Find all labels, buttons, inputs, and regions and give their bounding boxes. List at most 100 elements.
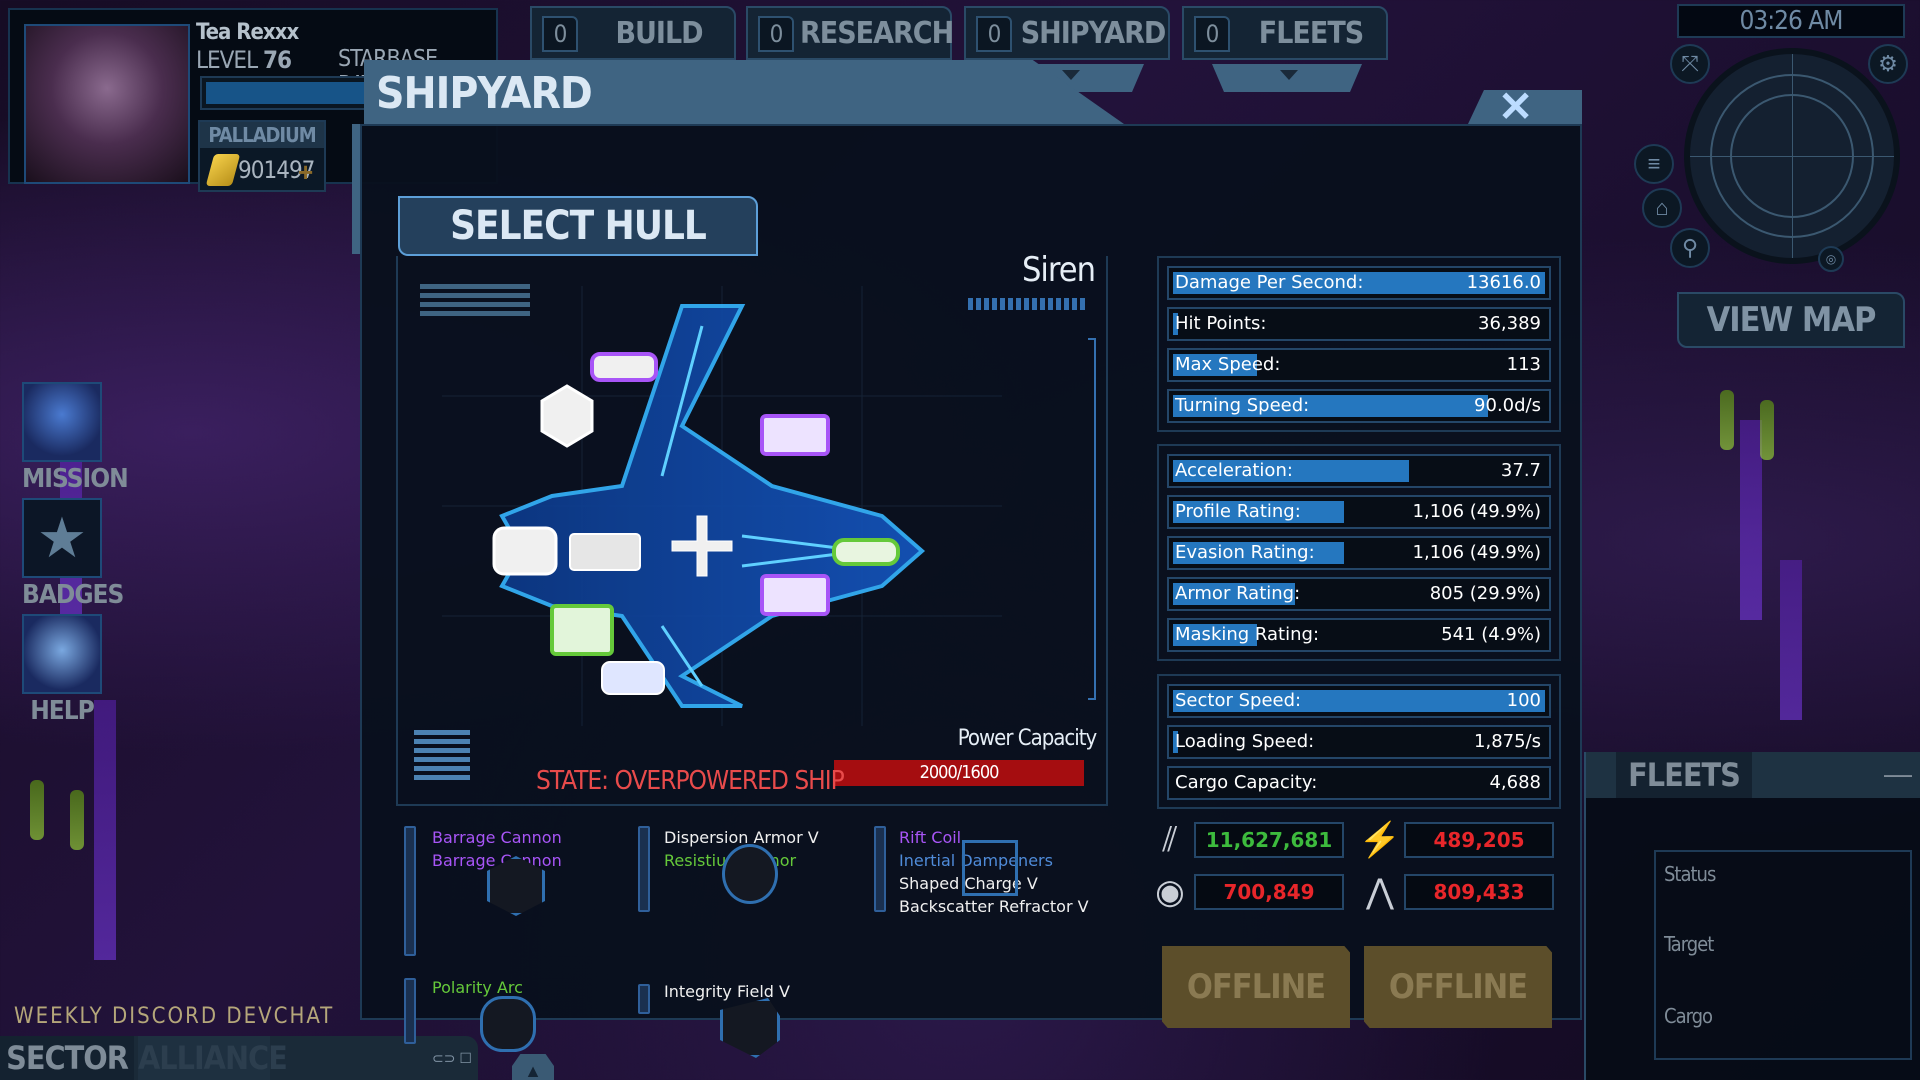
sidebar-item-help[interactable]: HELP <box>22 614 102 726</box>
chevron-up-icon[interactable]: ▲ <box>512 1054 554 1080</box>
weapon-slot-icon <box>760 574 830 616</box>
equip-item[interactable]: Dispersion Armor V <box>664 828 819 847</box>
tab-alliance[interactable]: ALLIANCE <box>138 1036 288 1080</box>
metal-icon: ⫽ <box>1162 821 1178 859</box>
list-icon[interactable]: ≡ <box>1634 144 1674 184</box>
nav-research[interactable]: 0 RESEARCH <box>746 6 954 92</box>
ship-blueprint <box>442 286 1002 726</box>
build-count: 0 <box>542 16 578 52</box>
stat-evasion-rating: Evasion Rating:1,106 (49.9%) <box>1167 536 1551 570</box>
special-list[interactable]: Rift Coil Inertial Dampeners Shaped Char… <box>899 826 1089 918</box>
stat-bar <box>1173 395 1489 417</box>
equip-item[interactable]: Inertial Dampeners <box>899 851 1053 870</box>
select-hull-button[interactable]: SELECT HULL <box>398 196 758 256</box>
core-icon: ◉ <box>1155 873 1185 911</box>
nav-build[interactable]: 0 BUILD <box>530 6 736 60</box>
player-avatar[interactable] <box>24 24 190 184</box>
fleets-panel: FLEETS — Status Target Cargo <box>1584 752 1920 1080</box>
palladium-box: PALLADIUM 901497 + <box>198 120 326 192</box>
palladium-coin-icon <box>205 154 241 186</box>
tab-sector[interactable]: SECTOR <box>0 1036 134 1080</box>
palladium-value: 901497 <box>238 156 315 184</box>
level-value: 76 <box>262 46 292 74</box>
power-capacity-label: Power Capacity <box>957 726 1098 751</box>
shield-slot-shape[interactable] <box>720 998 780 1058</box>
sidebar-item-badges[interactable]: ★ BADGES <box>22 498 124 610</box>
player-level: LEVEL 76 <box>196 46 292 74</box>
clock: 03:26 AM <box>1677 4 1905 38</box>
stat-bar <box>1173 272 1545 294</box>
background-pod <box>1720 390 1734 450</box>
close-tab <box>1468 90 1582 124</box>
nav-fleets[interactable]: 0 FLEETS <box>1182 6 1388 92</box>
radar-center-icon[interactable]: ◎ <box>1818 246 1844 272</box>
special-slot-icon <box>569 533 641 571</box>
modal-edge <box>352 124 362 254</box>
equip-item[interactable]: Barrage Cannon <box>432 828 562 847</box>
stat-bar <box>1173 690 1545 712</box>
background-pod <box>70 790 84 850</box>
radar-axis <box>1792 54 1793 258</box>
special-slot-bar <box>874 826 886 912</box>
stat-sector-speed: Sector Speed:100 <box>1167 684 1551 718</box>
location-pin-icon[interactable]: ⚲ <box>1670 228 1710 268</box>
stats-group-combat: Damage Per Second:13616.0 Hit Points:36,… <box>1157 256 1561 432</box>
mission-label: MISSION <box>22 464 129 494</box>
palladium-label: PALLADIUM <box>200 122 324 148</box>
settings-gear-icon[interactable]: ⚙ <box>1868 44 1908 84</box>
nav-shipyard[interactable]: 0 SHIPYARD <box>964 6 1170 92</box>
chevron-down-icon[interactable] <box>1212 64 1362 92</box>
stat-armor-rating: Armor Rating:805 (29.9%) <box>1167 577 1551 611</box>
add-palladium-button[interactable]: + <box>298 157 314 187</box>
stat-dps: Damage Per Second:13616.0 <box>1167 266 1551 300</box>
mining-list[interactable]: Polarity Arc <box>432 976 523 999</box>
armor-slot-circle[interactable] <box>722 844 778 904</box>
ship-state: STATE: OVERPOWERED SHIP <box>536 766 845 796</box>
nav-research-label: RESEARCH <box>800 16 954 51</box>
minimap-radar[interactable] <box>1684 48 1900 264</box>
shield-slot-icon <box>671 515 733 577</box>
engine-slot-icon <box>492 526 558 576</box>
help-portrait-icon <box>22 614 102 694</box>
fullscreen-icon[interactable]: ⤧ <box>1670 44 1710 84</box>
alloy-icon: ⋀ <box>1366 873 1394 911</box>
modal-title: SHIPYARD <box>376 68 593 119</box>
mining-slot-shape[interactable] <box>480 996 536 1052</box>
equip-item[interactable]: Shaped Charge V <box>899 874 1038 893</box>
home-icon[interactable]: ⌂ <box>1642 188 1682 228</box>
fleet-target-label: Target <box>1664 932 1714 956</box>
close-icon[interactable]: ✕ <box>1498 83 1534 130</box>
view-map-button[interactable]: VIEW MAP <box>1677 292 1905 348</box>
fleets-title[interactable]: FLEETS <box>1616 752 1752 798</box>
offline-button-1[interactable]: OFFLINE <box>1162 946 1350 1028</box>
metal-cost: 11,627,681 <box>1194 822 1344 858</box>
background-pillar <box>1780 560 1802 720</box>
offline-button-2[interactable]: OFFLINE <box>1364 946 1552 1028</box>
equip-item[interactable]: Backscatter Refractor V <box>899 897 1089 916</box>
nav-fleets-label: FLEETS <box>1258 16 1364 51</box>
collapse-icon[interactable]: — <box>1884 758 1912 789</box>
stat-bar <box>1173 460 1409 482</box>
chat-announcement[interactable]: WEEKLY DISCORD DEVCHAT <box>14 1004 335 1029</box>
stat-bar <box>1173 501 1344 523</box>
mission-portrait-icon <box>22 382 102 462</box>
chat-expand-icon[interactable]: ⊂⊃ ☐ <box>432 1050 472 1066</box>
fleets-header: FLEETS — <box>1586 752 1920 798</box>
background-pod <box>30 780 44 840</box>
stat-hit-points: Hit Points:36,389 <box>1167 307 1551 341</box>
research-count: 0 <box>758 16 794 52</box>
sidebar-item-mission[interactable]: MISSION <box>22 382 129 494</box>
nav-build-label: BUILD <box>615 16 703 51</box>
equip-item[interactable]: Rift Coil <box>899 828 962 847</box>
player-name: Tea Rexxx <box>196 20 299 45</box>
shield-list[interactable]: Integrity Field V <box>664 980 790 1003</box>
equip-item[interactable]: Integrity Field V <box>664 982 790 1001</box>
scale-ruler <box>1088 338 1096 700</box>
weapon-list[interactable]: Barrage Cannon Barrage Cannon <box>432 826 562 872</box>
equip-item[interactable]: Polarity Arc <box>432 978 523 997</box>
weapon-slot-icon <box>760 414 830 456</box>
nav-shipyard-label: SHIPYARD <box>1020 16 1167 51</box>
special-slot-square[interactable] <box>962 840 1018 896</box>
alloy-cost: 809,433 <box>1404 874 1554 910</box>
stat-turning-speed: Turning Speed:90.0d/s <box>1167 389 1551 423</box>
